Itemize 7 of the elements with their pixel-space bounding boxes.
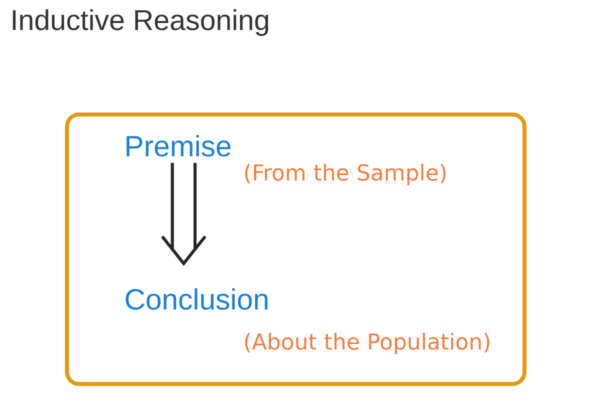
- double-arrow: [160, 161, 207, 266]
- term-text: Conclusion: [126, 288, 268, 310]
- rounded-frame: [65, 112, 526, 386]
- side-note: (From the Sample): [245, 164, 446, 186]
- side-note: (About the Population): [245, 332, 490, 354]
- title: Inductive Reasoning: [12, 9, 268, 36]
- term-text: Premise: [126, 135, 231, 157]
